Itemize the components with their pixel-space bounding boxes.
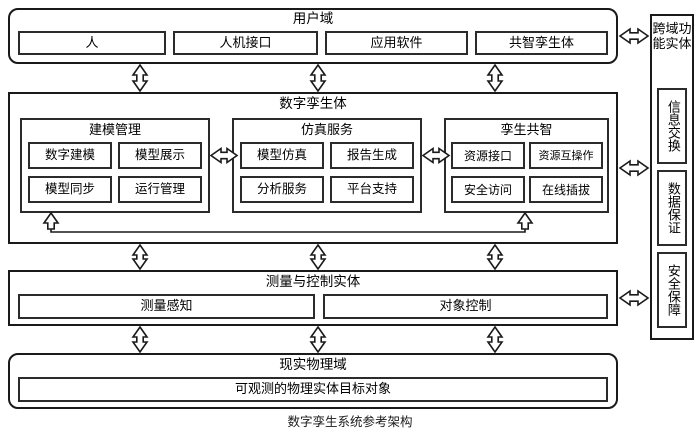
cross-domain-item-security-assurance-label: 安全保障 <box>664 264 680 316</box>
arrow-user-to-twin-center <box>309 63 327 93</box>
layer-measure-control-title: 测量与控制实体 <box>265 274 361 290</box>
arrow-user-to-twin-left <box>131 63 149 93</box>
physical-domain-item-observable-target: 可观测的物理实体目标对象 <box>18 377 608 402</box>
user-domain-item-person: 人 <box>18 31 166 55</box>
arrow-measure-to-physical-center <box>309 325 327 354</box>
simulation-item-model-simulation: 模型仿真 <box>240 142 324 169</box>
simulation-item-report-generation: 报告生成 <box>330 142 414 169</box>
layer-physical-domain-title: 现实物理域 <box>279 357 347 373</box>
user-domain-item-human-machine-interface: 人机接口 <box>173 31 318 55</box>
modeling-item-runtime-management: 运行管理 <box>118 176 202 203</box>
arrow-twin-to-measure-right <box>486 243 504 271</box>
panel-twin-collective-intelligence-title: 孪生共智 <box>500 123 553 138</box>
simulation-item-platform-support: 平台支持 <box>330 176 414 203</box>
cross-domain-item-information-exchange-label: 信息交换 <box>664 100 680 152</box>
cross-domain-item-data-assurance: 数据保证 <box>657 170 687 246</box>
arrow-user-to-twin-right <box>486 63 504 93</box>
cross-domain-item-security-assurance: 安全保障 <box>657 252 687 328</box>
modeling-item-digital-modeling: 数字建模 <box>28 142 112 169</box>
figure-caption: 数字孪生系统参考架构 <box>287 414 413 429</box>
measure-control-item-object-control: 对象控制 <box>323 294 608 319</box>
twin-item-resource-interface: 资源接口 <box>451 142 525 169</box>
panel-modeling-management-title: 建模管理 <box>88 123 141 138</box>
arrow-user-domain-to-cross-domain <box>618 27 650 45</box>
layer-user-domain-title: 用户域 <box>292 11 334 27</box>
simulation-item-analysis-service: 分析服务 <box>240 176 324 203</box>
user-domain-item-collective-twin: 共智孪生体 <box>475 31 608 55</box>
cross-domain-item-information-exchange: 信息交换 <box>657 88 687 164</box>
arrow-measure-control-to-cross-domain <box>618 289 650 307</box>
arrow-measure-to-physical-left <box>131 325 149 354</box>
twin-item-resource-interoperation: 资源互操作 <box>529 142 603 169</box>
cross-domain-item-data-assurance-label: 数据保证 <box>664 182 680 234</box>
cross-domain-entity-title: 跨域功能实体 <box>652 22 692 53</box>
layer-digital-twin-title: 数字孪生体 <box>279 96 347 112</box>
modeling-item-model-sync: 模型同步 <box>28 176 112 203</box>
modeling-item-model-display: 模型展示 <box>118 142 202 169</box>
user-domain-item-application-software: 应用软件 <box>325 31 468 55</box>
arrow-digital-twin-to-cross-domain <box>618 159 650 177</box>
arrow-twin-to-measure-left <box>131 243 149 271</box>
measure-control-item-sensing: 测量感知 <box>18 294 315 319</box>
arrow-twin-to-measure-center <box>309 243 327 271</box>
twin-item-secure-access: 安全访问 <box>451 176 525 203</box>
twin-item-online-plug: 在线插拔 <box>529 176 603 203</box>
arrow-measure-to-physical-right <box>486 325 504 354</box>
panel-simulation-service-title: 仿真服务 <box>300 123 353 138</box>
